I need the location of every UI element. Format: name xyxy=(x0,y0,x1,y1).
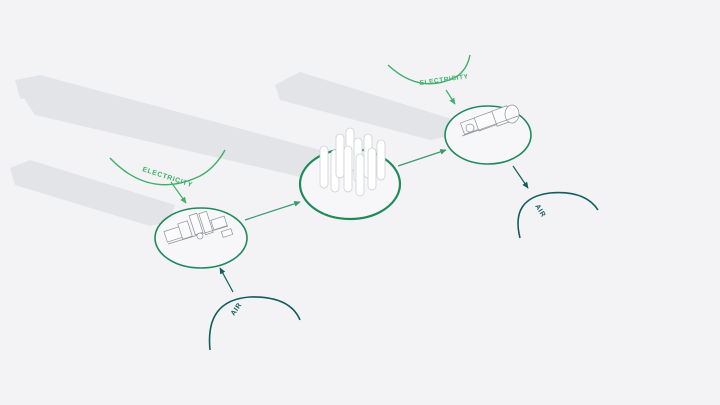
shadow-compressor xyxy=(10,160,175,226)
electricity-arrow-right xyxy=(445,89,456,105)
storage-tanks-node xyxy=(298,127,402,221)
shadow-turbine xyxy=(275,72,455,140)
air-arrow-right xyxy=(512,165,529,189)
shadow-tanks-2 xyxy=(25,93,315,178)
air-arrow-left xyxy=(219,267,234,293)
connector-tanks-to-turbine xyxy=(397,149,447,167)
turbine-generator-icon xyxy=(459,104,520,137)
electricity-arc-right xyxy=(387,54,471,85)
storage-tanks-icon xyxy=(319,127,386,197)
shadows xyxy=(10,72,455,226)
electricity-arrow-left xyxy=(170,181,187,204)
connector-compressor-to-tanks xyxy=(244,201,301,221)
turbine-node xyxy=(444,104,532,165)
electricity-arc-left xyxy=(109,149,226,186)
air-compressor-icon xyxy=(163,210,234,245)
air-arc-left xyxy=(208,296,301,351)
air-arc-right xyxy=(517,191,599,239)
compressor-node xyxy=(154,207,248,269)
